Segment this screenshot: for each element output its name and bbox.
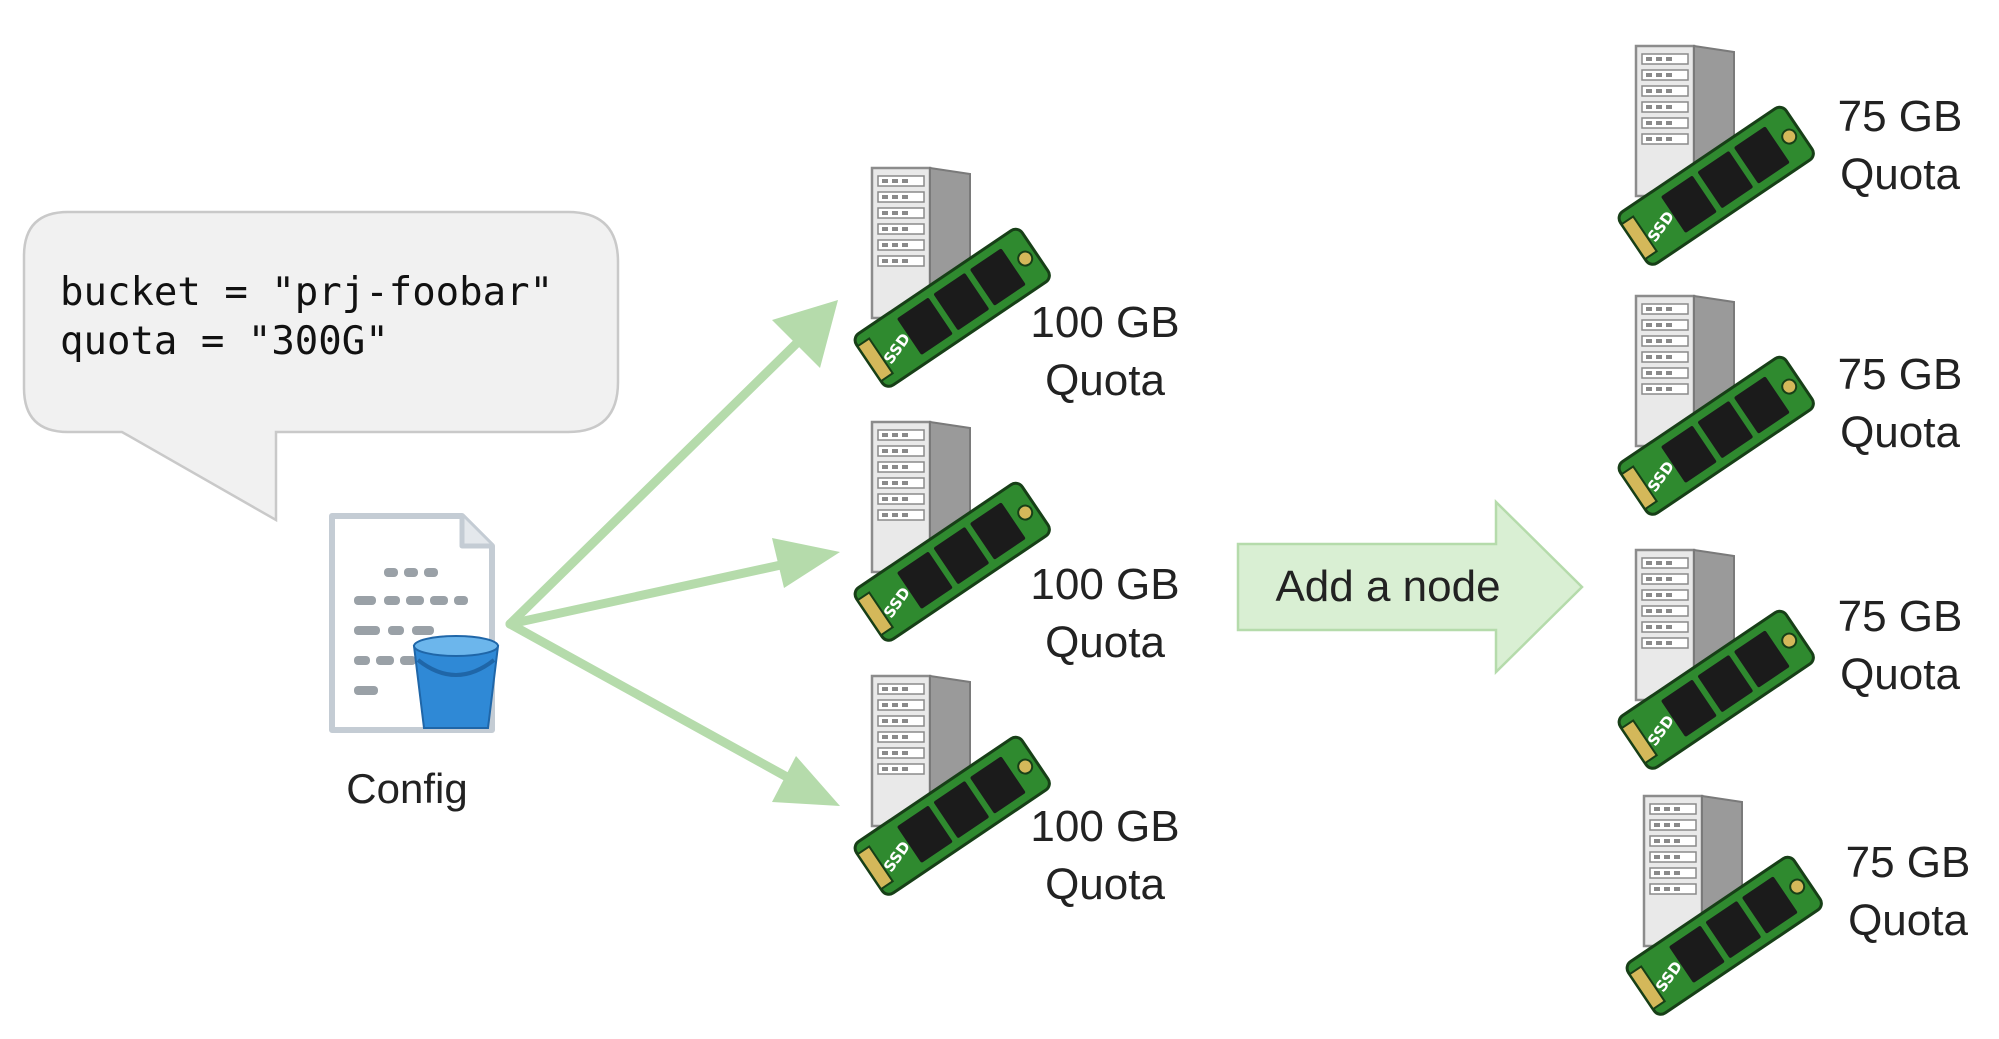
add-node-label: Add a node [1275, 562, 1501, 611]
config-label: Config [346, 765, 468, 812]
before-node-3-label: 100 GB Quota [1005, 798, 1205, 914]
node-quota-word: Quota [1848, 896, 1968, 945]
node-quota-word: Quota [1840, 408, 1960, 457]
node-size: 75 GB [1845, 838, 1971, 887]
bucket-icon [412, 635, 500, 729]
after-node-4 [1622, 794, 1826, 1019]
after-node-2-label: 75 GB Quota [1810, 346, 1990, 462]
after-node-2 [1614, 294, 1818, 519]
node-quota-word: Quota [1045, 860, 1165, 909]
node-size: 100 GB [1030, 802, 1180, 851]
node-quota-word: Quota [1840, 650, 1960, 699]
arrow-to-node-2 [505, 558, 795, 629]
node-quota-word: Quota [1840, 150, 1960, 199]
speech-bubble [22, 210, 620, 523]
node-size: 100 GB [1030, 560, 1180, 609]
after-node-1-label: 75 GB Quota [1810, 88, 1990, 204]
node-size: 75 GB [1837, 592, 1963, 641]
node-quota-word: Quota [1045, 618, 1165, 667]
arrow-to-node-3 [505, 619, 801, 787]
before-node-1-label: 100 GB Quota [1005, 294, 1205, 410]
arrow-head-1 [772, 300, 838, 368]
config-code: bucket = "prj-foobar" quota = "300G" [60, 268, 553, 366]
arrow-head-2 [772, 538, 840, 588]
after-node-4-label: 75 GB Quota [1818, 834, 1998, 950]
after-node-3 [1614, 548, 1818, 773]
after-node-3-label: 75 GB Quota [1810, 588, 1990, 704]
code-line-bucket: bucket = "prj-foobar" [60, 270, 554, 315]
fanout-arrows [505, 300, 840, 806]
code-line-quota: quota = "300G" [60, 319, 389, 364]
node-size: 75 GB [1837, 350, 1963, 399]
node-size: 100 GB [1030, 298, 1180, 347]
node-size: 75 GB [1837, 92, 1963, 141]
arrow-head-3 [772, 756, 840, 806]
arrow-to-node-1 [505, 335, 805, 629]
after-node-1 [1614, 44, 1818, 269]
add-node-arrow [1236, 499, 1584, 675]
node-quota-word: Quota [1045, 356, 1165, 405]
before-node-2-label: 100 GB Quota [1005, 556, 1205, 672]
